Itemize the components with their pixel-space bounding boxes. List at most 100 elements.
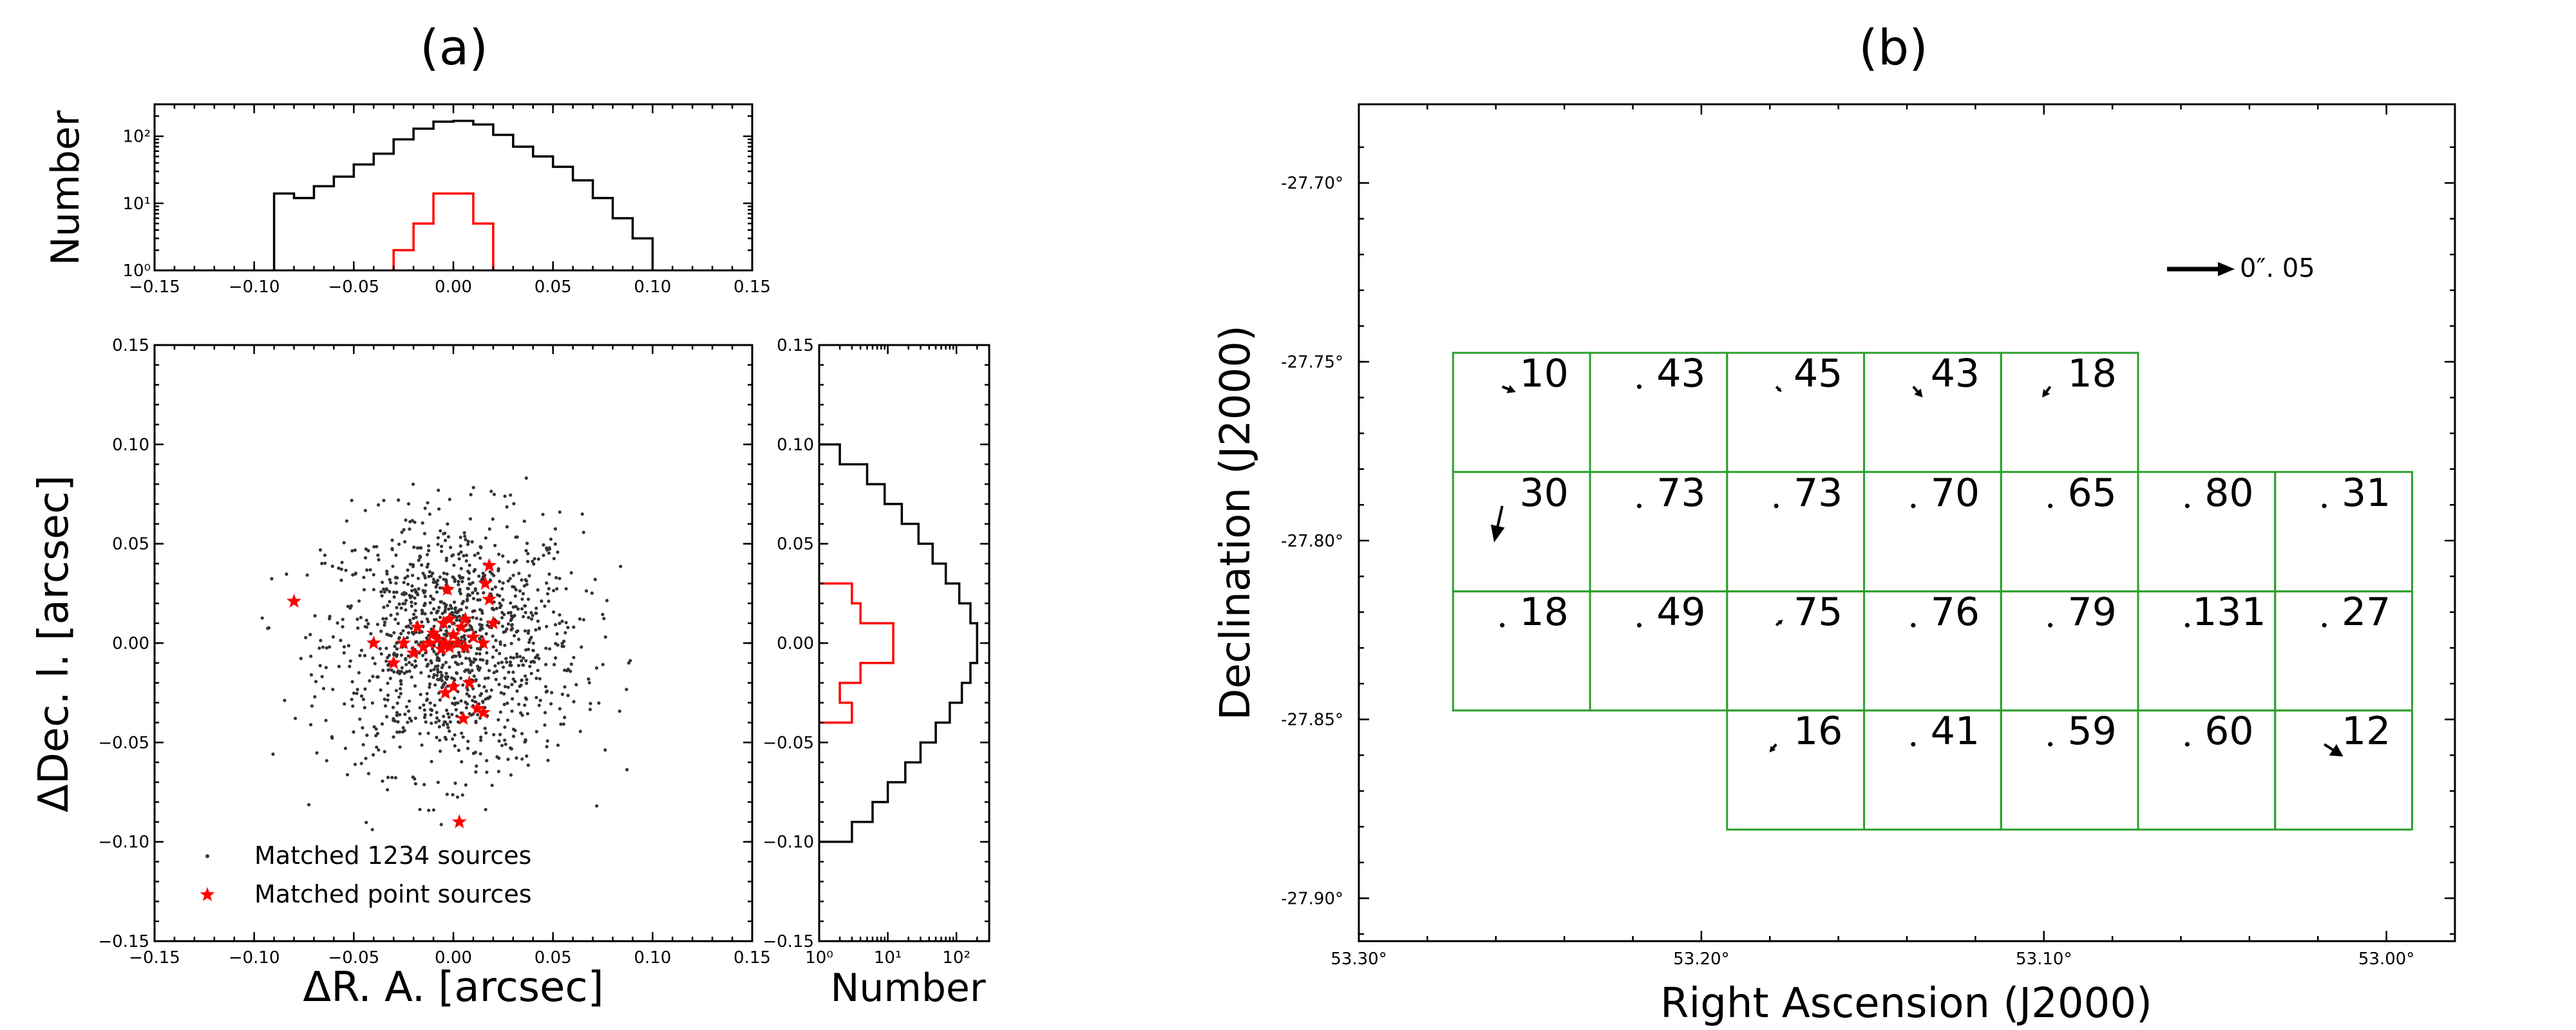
matched-source-point [526,559,530,563]
matched-source-point [524,548,528,552]
matched-source-point [375,623,379,626]
matched-source-point [446,535,451,539]
matched-source-point [467,694,471,698]
matched-source-point [404,662,408,666]
matched-source-point [587,677,591,681]
matched-source-point [445,792,449,796]
matched-source-point [471,485,475,489]
matched-source-point [455,671,459,675]
matched-source-point [410,663,414,667]
matched-source-point [395,730,399,734]
matched-source-point [406,631,410,635]
matched-source-point [492,600,496,604]
matched-source-point [497,769,500,774]
matched-source-point [424,636,429,640]
matched-source-point [416,576,421,581]
matched-source-point [447,715,451,719]
matched-source-point [594,804,599,808]
matched-source-point [489,489,493,493]
matched-source-point [446,712,450,716]
matched-source-point [330,735,334,739]
matched-source-point [445,633,449,637]
matched-source-point [434,617,438,622]
matched-source-point [410,600,413,604]
matched-source-point [553,623,558,627]
matched-source-point [518,589,522,593]
matched-source-point [357,671,361,675]
matched-source-point [471,615,475,619]
matched-source-point [493,585,497,589]
matched-source-point [346,644,351,648]
matched-source-point [391,565,395,568]
matched-source-point [455,662,459,666]
matched-source-point [419,693,422,697]
matched-source-point [310,704,314,708]
matched-source-point [468,563,471,567]
matched-source-point [460,731,464,735]
matched-source-point [417,587,421,591]
matched-source-point [422,574,426,577]
matched-source-point [395,670,399,675]
matched-source-point [524,610,527,615]
matched-source-point [438,586,442,590]
matched-source-point [468,657,471,660]
point-source-star [476,705,491,719]
matched-source-point [419,671,423,675]
matched-source-point [419,546,423,550]
matched-source-point [451,655,455,659]
matched-source-point [357,599,361,603]
matched-source-point [569,571,573,575]
matched-source-point [324,666,328,670]
matched-source-point [413,684,417,688]
matched-source-point [522,520,526,523]
matched-source-point [304,635,308,640]
matched-source-point [618,565,623,568]
matched-source-point [495,648,498,652]
matched-source-point [495,670,498,673]
matched-source-point [459,544,462,548]
matched-source-point [313,695,317,699]
matched-source-point [465,692,469,696]
matched-source-point [448,665,451,669]
matched-source-point [509,601,513,605]
matched-source-point [459,576,462,580]
x-axis-title: Number [830,966,985,1011]
matched-source-point [349,604,354,608]
matched-source-point [520,659,524,663]
x-tick-label: 53.00° [2358,950,2414,969]
matched-source-point [362,588,366,592]
matched-source-point [542,554,545,557]
matched-source-point [395,606,399,610]
matched-source-point [352,730,355,734]
matched-source-point [473,553,477,557]
matched-source-point [399,679,403,682]
matched-source-point [382,605,386,609]
matched-source-point [458,608,462,612]
matched-source-point [421,653,425,657]
matched-source-point [563,715,567,720]
matched-source-point [415,640,419,644]
point-source-star [458,612,473,626]
matched-source-point [446,722,450,726]
matched-source-point [605,599,609,603]
matched-source-point [601,662,605,666]
matched-source-point [547,599,551,603]
matched-source-point [564,586,568,591]
matched-source-point [457,653,461,657]
matched-source-point [381,668,385,672]
matched-source-point [370,828,374,832]
matched-source-point [412,612,416,616]
matched-source-point [395,713,399,717]
matched-source-point [460,793,464,797]
matched-source-point [388,599,392,604]
matched-source-point [406,624,410,628]
matched-source-point [434,720,438,724]
matched-source-point [464,559,468,563]
matched-source-point [518,655,522,659]
matched-source-point [523,629,527,633]
matched-source-point [516,607,520,611]
matched-source-point [470,540,474,544]
matched-source-point [323,561,327,565]
matched-source-point [492,671,496,675]
matched-source-point [484,731,488,735]
